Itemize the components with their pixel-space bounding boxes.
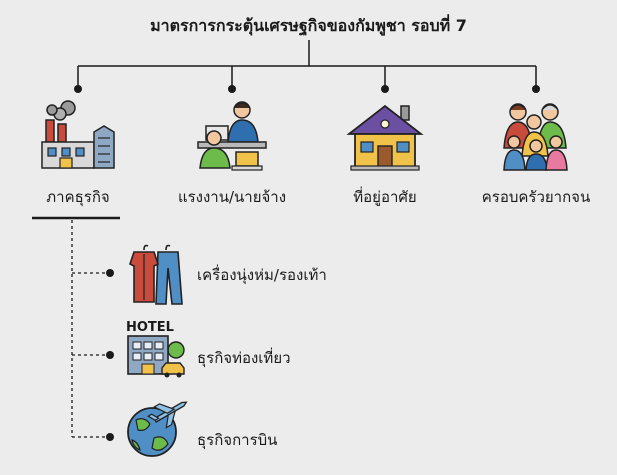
house-icon [346,104,424,171]
category-label-housing: ที่อยู่อาศัย [353,188,417,206]
clothing-icon [129,244,183,305]
sector-label-garments: เครื่องนุ่งห่ม/รองเท้า [197,266,327,284]
office-workers-icon [197,101,267,171]
category-label-poor-families: ครอบครัวยากจน [481,188,591,206]
hotel-icon: HOTEL [126,320,185,378]
family-icon [503,103,568,171]
sector-label-tourism: ธุรกิจท่องเที่ยว [197,349,291,367]
hotel-sign: HOTEL [126,320,174,335]
factory-icon [41,100,115,169]
globe-airplane-icon [127,401,188,457]
category-label-labor: แรงงาน/นายจ้าง [177,188,287,206]
diagram-title: มาตรการกระตุ้นเศรษฐกิจของกัมพูชา รอบที่ … [150,16,467,35]
category-label-business: ภาคธุรกิจ [46,188,110,206]
sector-label-aviation: ธุรกิจการบิน [197,431,278,449]
